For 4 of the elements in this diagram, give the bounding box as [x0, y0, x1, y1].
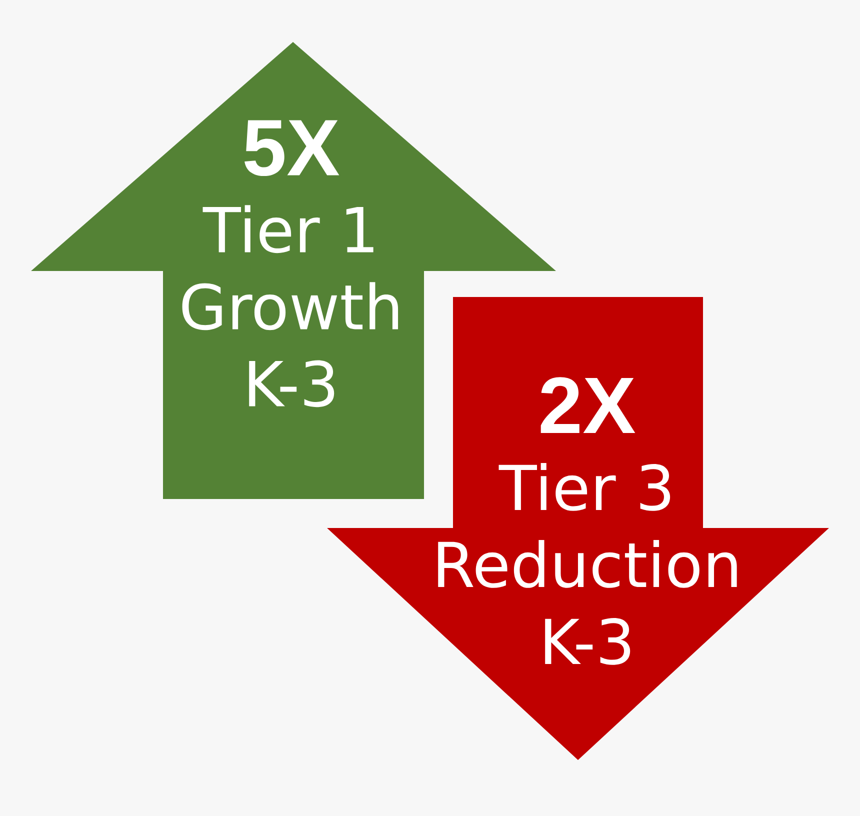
arrow-label: Tier 3 Reduction K-3: [438, 462, 737, 665]
arrow-label: Tier 1 Growth K-3: [182, 205, 398, 408]
heading: 5X: [244, 120, 340, 176]
heading: 2X: [540, 377, 636, 434]
